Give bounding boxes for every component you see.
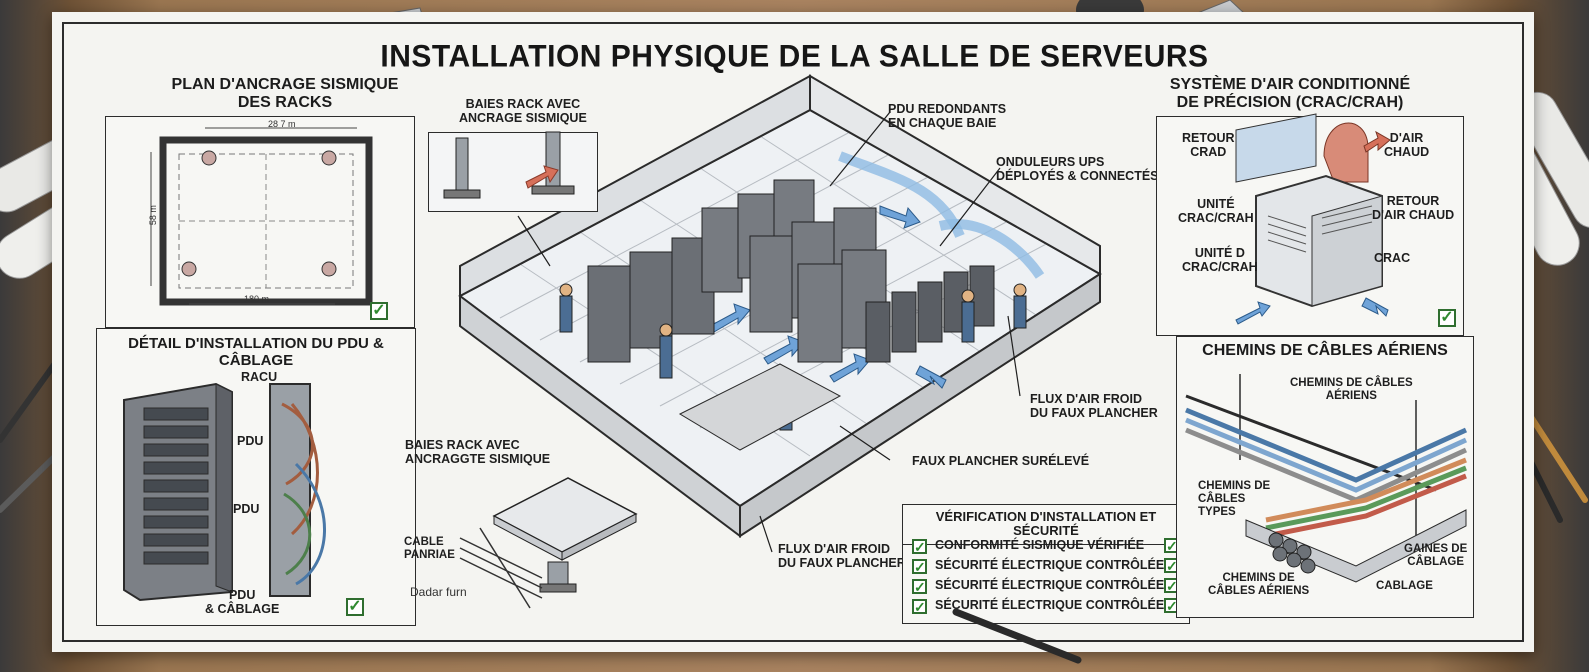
- callout-bays-top-line1: BAIES RACK AVEC: [465, 97, 581, 111]
- crac-label-retour-chaud-line1: RETOUR: [1386, 194, 1440, 208]
- cable-label-types-line2: CÂBLES: [1198, 493, 1246, 506]
- seismic-plan-drawing: [150, 127, 373, 306]
- seismic-title-line2: DES RACKS: [237, 93, 333, 111]
- seismic-dim-bottom: 180 m: [244, 294, 270, 304]
- callout-pdu-line2: EN CHAQUE BAIE: [888, 116, 997, 131]
- verification-panel: [902, 504, 1190, 624]
- crac-label-air-chaud-line1: D'AIR: [1389, 131, 1424, 145]
- crac-label-retour-crad: RETOUR CRAD: [1182, 131, 1235, 160]
- seismic-dim-top: 28 7 m: [268, 119, 296, 129]
- seismic-plan-panel: [105, 116, 415, 328]
- crac-label-unite-1-line1: UNITÉ: [1197, 197, 1235, 211]
- cable-label-types: CHEMINS DE CÂBLES TYPES: [1198, 480, 1270, 520]
- cable-tray-title: CHEMINS DE CÂBLES AÉRIENS: [1202, 342, 1448, 359]
- seismic-panel-title: PLAN D'ANCRAGE SISMIQUE DES RACKS: [140, 76, 430, 111]
- cable-label-gaines: GAINES DE CÂBLAGE: [1404, 543, 1467, 569]
- pen-bottom: [952, 608, 1082, 664]
- callout-bays-top: BAIES RACK AVEC ANCRAGE SISMIQUE: [459, 97, 587, 126]
- crac-label-unite-2-line2: CRAC/CRAH: [1182, 260, 1258, 275]
- back-wall-right: [809, 74, 1101, 276]
- anchor-bolts: [181, 150, 337, 277]
- callout-raised-floor: FAUX PLANCHER SURÉLEVÉ: [912, 454, 1090, 468]
- blueprint-frame: [62, 22, 1524, 642]
- crac-title-line2: DE PRÉCISION (CRAC/CRAH): [1176, 93, 1404, 111]
- pencil-left: [0, 359, 59, 443]
- cable-label-gaines-line1: GAINES DE: [1404, 543, 1468, 555]
- cable-tray-drawing: [1185, 374, 1468, 583]
- verification-item: ✓SÉCURITÉ ÉLECTRIQUE CONTRÔLÉE ✓: [912, 578, 1179, 595]
- checkbox-icon: ✓: [912, 559, 927, 575]
- seismic-dim-side: 58 m: [147, 205, 158, 226]
- callout-airflow-bottom: FLUX D'AIR FROID DU FAUX PLANCHER: [778, 542, 906, 571]
- callout-ups-line1: ONDULEURS UPS: [996, 155, 1105, 169]
- crac-title-line1: SYSTÈME D'AIR CONDITIONNÉ: [1169, 76, 1411, 93]
- page-title: INSTALLATION PHYSIQUE DE LA SALLE DE SER…: [380, 39, 1209, 74]
- verification-item: ✓SÉCURITÉ ÉLECTRIQUE CONTRÔLÉE ✓: [912, 598, 1179, 615]
- crac-panel-title: SYSTÈME D'AIR CONDITIONNÉ DE PRÉCISION (…: [1160, 76, 1420, 111]
- cable-label-types-line1: CHEMINS DE: [1198, 480, 1271, 492]
- label-pdu-2: PDU: [233, 502, 260, 516]
- crac-label-unite-1-line2: CRAC/CRAH: [1178, 211, 1254, 226]
- cable-label-bottom-line2: CÂBLES AÉRIENS: [1208, 585, 1310, 598]
- cable-label-types-line3: TYPES: [1198, 506, 1236, 519]
- cable-label-gaines-line2: CÂBLAGE: [1407, 556, 1465, 569]
- seismic-anchor-inset-drawing: [443, 131, 575, 199]
- ups-units: [865, 265, 995, 363]
- callout-airflow-bottom-line1: FLUX D'AIR FROID: [778, 542, 890, 556]
- callout-bays-left-line2: ANCRAGGTE SISMIQUE: [405, 452, 551, 467]
- callout-dadar: Dadar furn: [410, 585, 467, 599]
- cable-label-cablage: CABLAGE: [1376, 580, 1433, 592]
- callout-airflow-right-line1: FLUX D'AIR FROID: [1030, 392, 1142, 406]
- checkbox-icon: ✓: [912, 599, 927, 615]
- cable-label-top: CHEMINS DE CÂBLES AÉRIENS: [1290, 377, 1413, 403]
- cable-label-bottom: CHEMINS DE CÂBLES AÉRIENS: [1208, 572, 1309, 598]
- callout-cable-panriae: CABLE PANRIAE: [404, 536, 455, 562]
- verification-item: ✓CONFORMITÉ SISMIQUE VÉRIFIÉE ✓: [912, 538, 1179, 555]
- callout-cable-line1: CABLE: [404, 536, 444, 548]
- crac-label-air-chaud-line2: CHAUD: [1384, 145, 1430, 160]
- crac-unit-drawing: [1235, 113, 1391, 325]
- callout-pdu-redundant: PDU REDONDANTS EN CHAQUE BAIE: [888, 102, 1006, 131]
- pdu-panel-title: DÉTAIL D'INSTALLATION DU PDU & CÂBLAGE: [128, 335, 384, 369]
- crac-check-icon: ✓: [1438, 309, 1456, 327]
- crac-label-retour-crad-line1: RETOUR: [1182, 131, 1235, 145]
- callout-airflow-bottom-line2: DU FAUX PLANCHER: [778, 556, 906, 571]
- crac-label-retour-chaud-line2: D'AIR CHAUD: [1372, 208, 1455, 223]
- crac-label-unite-1: UNITÉ CRAC/CRAH: [1178, 197, 1254, 226]
- checkbox-icon: ✓: [912, 539, 927, 555]
- callout-airflow-right: FLUX D'AIR FROID DU FAUX PLANCHER: [1030, 392, 1158, 421]
- floor-tile-detail: [459, 477, 638, 609]
- verification-item: ✓SÉCURITÉ ÉLECTRIQUE CONTRÔLÉE ✓: [912, 558, 1179, 575]
- pdu-rack-drawing: [123, 382, 326, 602]
- label-pdu-cable: PDU & CÂBLAGE: [205, 588, 279, 617]
- cable-label-top-line2: AÉRIENS: [1325, 390, 1377, 403]
- verification-title: VÉRIFICATION D'INSTALLATION ET SÉCURITÉ: [902, 509, 1190, 545]
- floor-cutout: [678, 363, 842, 451]
- isometric-server-room: [458, 74, 1102, 553]
- seismic-title-line1: PLAN D'ANCRAGE SISMIQUE: [171, 76, 399, 93]
- callout-ups: ONDULEURS UPS DÉPLOYÉS & CONNECTÉS: [996, 155, 1159, 184]
- callout-cable-line2: PANRIAE: [404, 549, 455, 562]
- label-racu: RACU: [241, 370, 278, 384]
- crac-label-crac: CRAC: [1374, 251, 1411, 265]
- callout-pdu-line1: PDU REDONDANTS: [888, 102, 1007, 116]
- callout-bays-top-line2: ANCRAGE SISMIQUE: [459, 111, 587, 126]
- crac-label-unite-2: UNITÉ D CRAC/CRAH: [1182, 246, 1258, 275]
- seismic-check-icon: ✓: [370, 302, 388, 320]
- label-pdu-1: PDU: [237, 434, 264, 448]
- crac-label-retour-crad-line2: CRAD: [1190, 145, 1227, 160]
- cable-label-bottom-line1: CHEMINS DE: [1222, 572, 1295, 584]
- checkbox-icon: ✓: [912, 579, 927, 595]
- callout-bays-left-line1: BAIES RACK AVEC: [405, 438, 520, 452]
- label-pdu-cable-line1: PDU: [228, 588, 256, 602]
- label-pdu-cable-line2: & CÂBLAGE: [205, 602, 280, 617]
- cable-label-top-line1: CHEMINS DE CÂBLES: [1290, 377, 1413, 389]
- callout-airflow-right-line2: DU FAUX PLANCHER: [1030, 406, 1158, 421]
- callout-ups-line2: DÉPLOYÉS & CONNECTÉS: [996, 169, 1159, 184]
- crac-label-retour-chaud: RETOUR D'AIR CHAUD: [1372, 194, 1454, 223]
- crac-label-unite-2-line1: UNITÉ D: [1194, 246, 1245, 260]
- crac-label-air-chaud: D'AIR CHAUD: [1384, 131, 1429, 160]
- callout-bays-left: BAIES RACK AVEC ANCRAGGTE SISMIQUE: [405, 438, 550, 467]
- pdu-check-icon: ✓: [346, 598, 364, 616]
